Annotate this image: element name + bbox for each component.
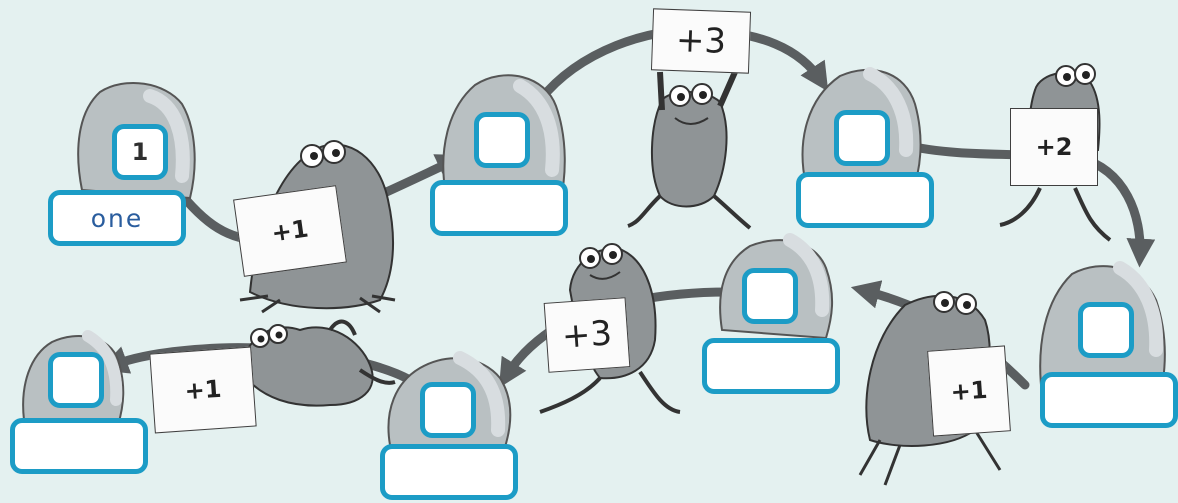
rock-7-number-box[interactable] bbox=[48, 352, 104, 408]
rock-6-number-box[interactable] bbox=[420, 382, 476, 438]
rock-3-word-box[interactable] bbox=[796, 172, 934, 228]
rock-5-number-box[interactable] bbox=[742, 268, 798, 324]
frog-sign-plus-one: +1 bbox=[233, 185, 347, 277]
frog-icon bbox=[628, 72, 750, 228]
rock-4-number-box[interactable] bbox=[1078, 302, 1134, 358]
rock-5-word-box[interactable] bbox=[702, 338, 840, 394]
frog-sign-plus-two: +2 bbox=[1010, 108, 1098, 186]
rock-1-number-box[interactable]: 1 bbox=[112, 124, 168, 180]
rock-3-number-box[interactable] bbox=[834, 110, 890, 166]
rock-2-word-box[interactable] bbox=[430, 180, 568, 236]
rock-2-number-box[interactable] bbox=[474, 112, 530, 168]
rock-6-word-box[interactable] bbox=[380, 444, 518, 500]
frog-sign-plus-three: +3 bbox=[651, 8, 751, 73]
frog-sign-plus-one: +1 bbox=[149, 347, 256, 434]
frog-sign-plus-three: +3 bbox=[544, 297, 631, 373]
rock-1-word-box[interactable]: one bbox=[48, 190, 186, 246]
rock-4-word-box[interactable] bbox=[1040, 372, 1178, 428]
frog-sign-plus-one: +1 bbox=[927, 345, 1011, 436]
rock-7-word-box[interactable] bbox=[10, 418, 148, 474]
